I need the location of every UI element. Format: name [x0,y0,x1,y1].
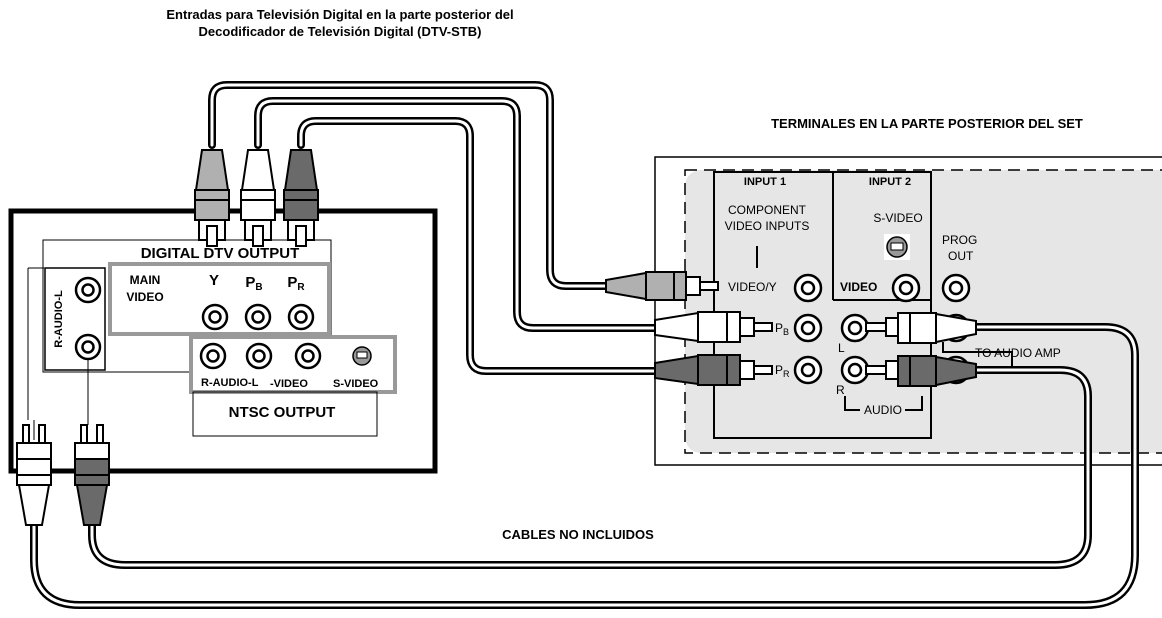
set-pb-jack [793,313,823,343]
plug-pb-stb [240,149,276,247]
plug-audio-r-stb [74,424,110,526]
set-audio-label: AUDIO [864,403,902,417]
plug-audio-r-set [865,355,977,387]
set-audio-r-jack [840,355,870,385]
amp-bracket [942,342,1013,374]
set-pr-jack [793,355,823,385]
ntsc-audio-r-jack [199,342,227,370]
ntsc-audio-l-jack [245,342,273,370]
set-svideo-jack [884,234,910,260]
audio-bracket [844,396,923,411]
plug-pb-set [654,311,773,343]
ntsc-output-label: NTSC OUTPUT [229,404,336,421]
set-prog-out-jack [941,273,971,303]
set-dashed-border [684,169,1162,454]
ntsc-svideo-jack [350,344,374,368]
stb-pb-jack [244,303,272,331]
digital-output-label: DIGITAL DTV OUTPUT [141,245,300,262]
plug-pr-stb [283,149,319,247]
prog-out-label-2: OUT [948,249,974,263]
set-pb-label: PB [775,321,789,337]
video-label: VIDEO [840,280,877,294]
plug-pr-set [654,354,773,386]
set-r-label: R [836,383,845,397]
svideo-input-label: S-VIDEO [873,211,922,225]
stb-pb-label: PB [245,274,262,293]
video-y-label: VIDEO/Y [728,280,777,294]
set-pr-label: PR [775,363,790,379]
stb-pr-label: PR [287,274,305,293]
tv-set-panel: INPUT 1 INPUT 2 COMPONENT VIDEO INPUTS S… [654,156,1162,466]
ntsc-svideo-label: S-VIDEO [333,378,379,390]
set-video-y-jack [793,273,823,303]
ntsc-output-box [192,391,378,437]
stb-audio-vertical-label: R-AUDIO-L [53,290,65,348]
stb-pr-jack [287,303,315,331]
diagram-title-line1: Entradas para Televisión Digital en la p… [166,7,513,22]
plug-audio-l-set [865,312,977,344]
diagram-title-line2: Decodificador de Televisión Digital (DTV… [199,24,482,39]
plug-y-set [605,271,719,301]
prog-out-label-1: PROG [942,233,977,247]
input2-label: INPUT 2 [869,176,911,188]
stb-audio-r-jack [74,333,102,361]
ntsc-audio-label: R-AUDIO-L [201,377,259,389]
set-video-jack [891,273,921,303]
main-video-label-1: MAIN [130,273,161,287]
stb-audio-l-jack [74,276,102,304]
stb-y-label: Y [209,272,219,289]
component-label-1: COMPONENT [728,203,807,217]
main-video-label-2: VIDEO [126,290,163,304]
set-terminals-title: TERMINALES EN LA PARTE POSTERIOR DEL SET [771,116,1083,131]
ntsc-video-label: -VIDEO [270,378,308,390]
set-l-label: L [838,341,845,355]
cables-not-included-label: CABLES NO INCLUIDOS [502,527,654,542]
cables [30,81,1139,609]
plug-audio-l-stb [16,420,52,526]
plug-y-stb [194,149,230,247]
input-group-box [713,171,932,439]
input1-label: INPUT 1 [744,176,786,188]
set-audio-l-jack [840,313,870,343]
set-top-box: DIGITAL DTV OUTPUT MAIN VIDEO Y PB PR R-… [8,208,438,474]
to-audio-amp-label: TO AUDIO AMP [975,346,1061,360]
ntsc-video-jack [294,342,322,370]
stb-y-jack [201,303,229,331]
component-label-2: VIDEO INPUTS [725,219,810,233]
